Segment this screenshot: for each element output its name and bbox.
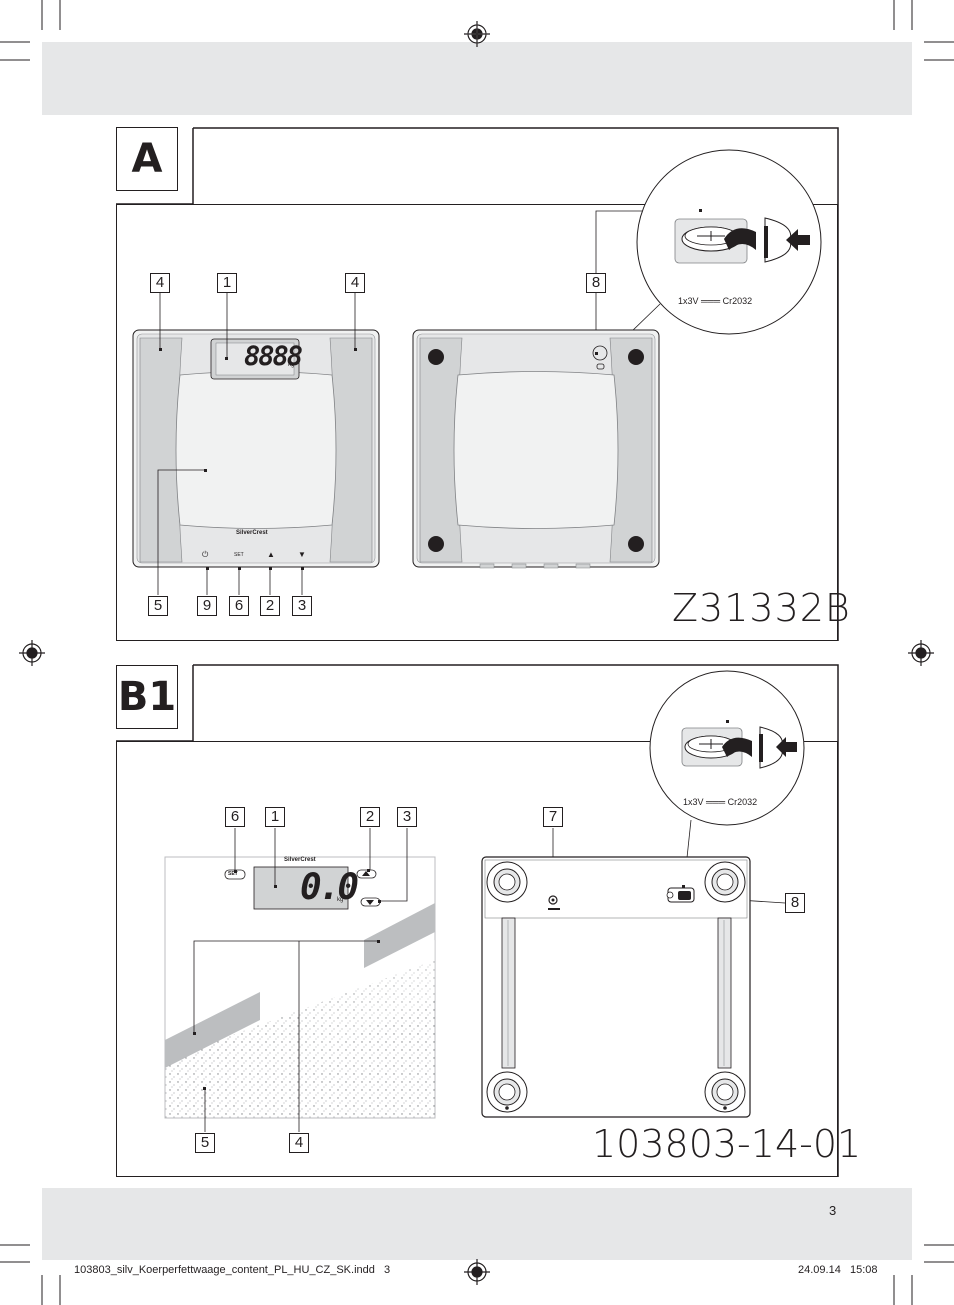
- footer-band: [42, 1188, 912, 1260]
- battery-spec-a: 1x3V ═══ Cr2032: [678, 296, 753, 306]
- label-b-5: 5: [195, 1133, 215, 1153]
- label-a-8: 8: [586, 273, 606, 293]
- label-a-1: 1: [217, 273, 237, 293]
- battery-spec-b: 1x3V ═══ Cr2032: [683, 797, 758, 807]
- registration-mark-left: [19, 640, 45, 666]
- label-b-8-right: 8: [785, 893, 805, 913]
- label-a-9: 9: [197, 596, 217, 616]
- registration-mark-right: [908, 640, 934, 666]
- scale-a-display-digits: 8888: [244, 341, 303, 372]
- label-b-4: 4: [289, 1133, 309, 1153]
- label-b-1: 1: [265, 807, 285, 827]
- scale-a-display-unit: kg: [288, 362, 295, 368]
- label-a-4-left: 4: [150, 273, 170, 293]
- registration-mark-top: [464, 21, 490, 47]
- label-b-3: 3: [397, 807, 417, 827]
- label-a-6: 6: [229, 596, 249, 616]
- footer-filename: 103803_silv_Koerperfettwaage_content_PL_…: [74, 1264, 391, 1276]
- scale-b-display-unit: kg: [337, 897, 344, 903]
- label-b-2: 2: [360, 807, 380, 827]
- label-a-5: 5: [148, 596, 168, 616]
- model-number-b: 103803-14-01: [592, 1122, 862, 1166]
- scale-b-brand: SilverCrest: [284, 857, 316, 863]
- set-button[interactable]: SET: [234, 552, 244, 558]
- header-band: [42, 42, 912, 115]
- label-b-6: 6: [225, 807, 245, 827]
- footer-datetime: 24.09.14 15:08: [798, 1264, 878, 1276]
- power-button-icon[interactable]: ⏻: [202, 550, 209, 559]
- scale-a-brand: SilverCrest: [236, 530, 268, 536]
- down-button-icon[interactable]: ▼: [298, 550, 306, 559]
- page-number: 3: [829, 1203, 837, 1218]
- label-b-7: 7: [543, 807, 563, 827]
- scale-b-set-button[interactable]: SET: [228, 871, 238, 877]
- model-number-a: Z31332B: [672, 586, 851, 630]
- up-button-icon[interactable]: ▲: [267, 550, 275, 559]
- scale-b-display-digits: 0.0: [300, 867, 359, 908]
- label-a-3: 3: [292, 596, 312, 616]
- label-a-2: 2: [260, 596, 280, 616]
- label-a-4-right: 4: [345, 273, 365, 293]
- registration-mark-bottom: [464, 1259, 490, 1285]
